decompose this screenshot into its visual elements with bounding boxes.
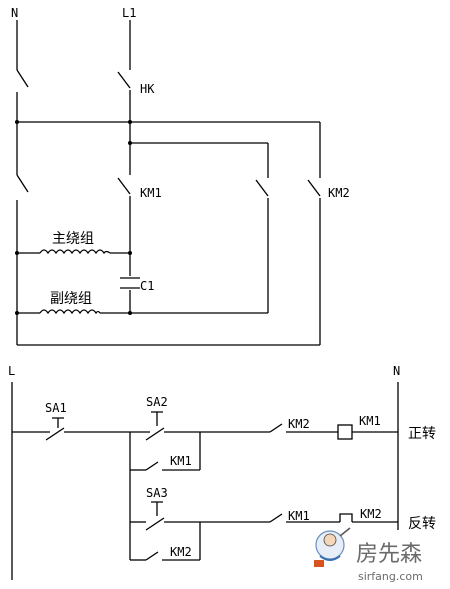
label-sa2: SA2 bbox=[146, 395, 168, 409]
watermark-brand: 房先森 bbox=[356, 542, 422, 567]
label-forward: 正转 bbox=[408, 426, 436, 442]
top-power-wiring bbox=[16, 20, 321, 346]
label-reverse: 反转 bbox=[408, 516, 436, 532]
n-switch-blade bbox=[16, 69, 29, 88]
pushbutton-symbols bbox=[52, 411, 163, 516]
sa2-button-icon bbox=[151, 411, 163, 426]
label-sa1: SA1 bbox=[45, 401, 67, 415]
km1-hold-contact bbox=[145, 461, 159, 471]
label-km1-top: KM1 bbox=[140, 186, 162, 200]
km1-main-blade bbox=[117, 177, 131, 195]
sa1-button-icon bbox=[52, 417, 64, 428]
label-n-top: N bbox=[11, 6, 18, 20]
watermark-url: sirfang.com bbox=[358, 570, 423, 583]
label-sa3: SA3 bbox=[146, 486, 168, 500]
label-n-bottom: N bbox=[393, 364, 400, 378]
km2-aux-blade bbox=[255, 179, 269, 197]
hk-switch-blade bbox=[117, 71, 131, 89]
label-aux-winding: 副绕组 bbox=[50, 291, 92, 307]
label-l: L bbox=[8, 364, 15, 378]
watermark-logo-icon bbox=[314, 527, 351, 567]
sa1-contact bbox=[45, 427, 65, 441]
sa2-contact bbox=[145, 427, 165, 441]
label-km1-hold: KM1 bbox=[170, 454, 192, 468]
label-km1-interlock: KM1 bbox=[288, 509, 310, 523]
sa3-contact bbox=[145, 517, 165, 531]
km2-interlock-contact bbox=[269, 423, 283, 433]
label-l1: L1 bbox=[122, 6, 136, 20]
label-km2-interlock: KM2 bbox=[288, 417, 310, 431]
label-main-winding: 主绕组 bbox=[52, 231, 94, 247]
label-coil-km2: KM2 bbox=[360, 507, 382, 521]
label-coil-km1: KM1 bbox=[359, 414, 381, 428]
sa3-button-icon bbox=[151, 501, 163, 516]
label-km2-top: KM2 bbox=[328, 186, 350, 200]
km2-main-blade bbox=[307, 179, 321, 197]
aux-winding-coil bbox=[39, 309, 101, 315]
control-wiring bbox=[11, 382, 399, 580]
km2-hold-contact bbox=[145, 551, 159, 561]
coil-km1 bbox=[337, 424, 353, 440]
junction-dots bbox=[15, 120, 132, 315]
n-km-blade bbox=[16, 174, 29, 193]
main-winding-coil bbox=[39, 249, 111, 255]
km1-interlock-contact bbox=[269, 513, 283, 523]
label-km2-hold: KM2 bbox=[170, 545, 192, 559]
label-c1: C1 bbox=[140, 279, 154, 293]
coil-km2 bbox=[339, 513, 353, 522]
label-hk: HK bbox=[140, 82, 155, 96]
